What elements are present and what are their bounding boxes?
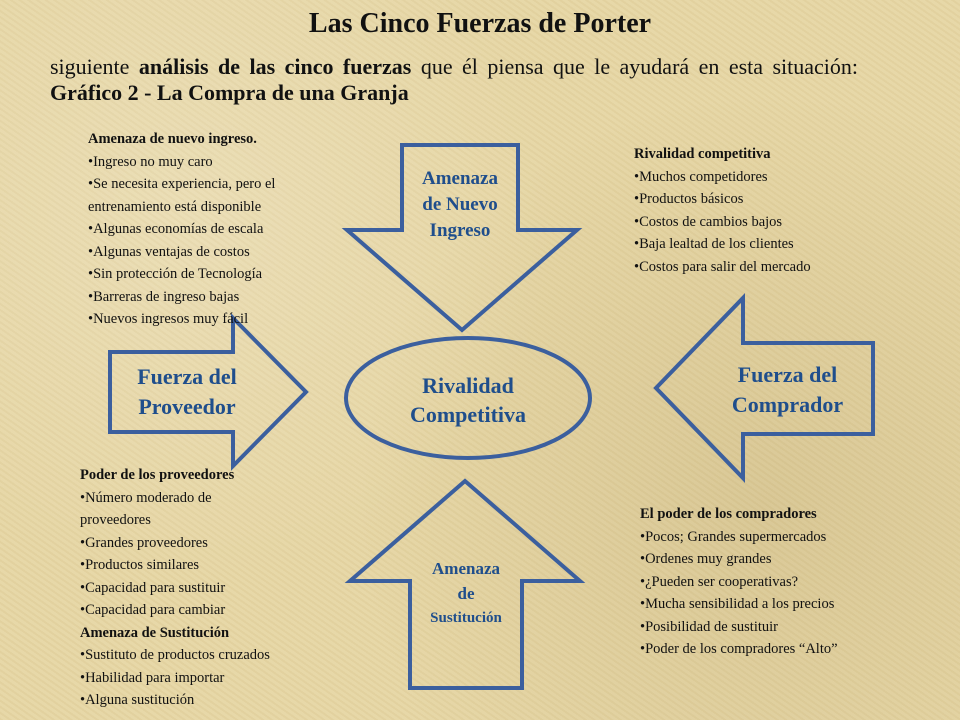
list-item: Algunas economías de escala	[88, 218, 348, 241]
list-item: ¿Pueden ser cooperativas?	[640, 571, 930, 594]
intro-part2: que él piensa que le ayudará en esta sit…	[420, 54, 859, 79]
list-item: Sin protección de Tecnología	[88, 263, 348, 286]
list-item: Alguna sustitución	[80, 689, 350, 712]
list-item: Productos similares	[80, 554, 350, 577]
top-arrow-label-line: de Nuevo	[422, 194, 498, 215]
list-item: Capacidad para cambiar	[80, 599, 350, 622]
list-item-text: Se necesita experiencia, pero el	[93, 176, 276, 192]
bottom-arrow-shape	[344, 478, 586, 690]
list-item: Barreras de ingreso bajas	[88, 286, 348, 309]
new-entry-list: Ingreso no muy caro Se necesita experien…	[88, 151, 348, 331]
list-item: Se necesita experiencia, pero el	[88, 173, 348, 196]
substitution-list: Sustituto de productos cruzados Habilida…	[80, 644, 350, 712]
center-label-line: Competitiva	[409, 402, 527, 427]
list-item: Ordenes muy grandes	[640, 548, 930, 571]
list-item: Posibilidad de sustituir	[640, 616, 930, 639]
top-arrow-label: Amenaza de Nuevo Ingreso	[402, 166, 518, 244]
list-item: Algunas ventajas de costos	[88, 241, 348, 264]
list-item-continuation: proveedores	[80, 512, 151, 528]
list-item: Capacidad para sustituir	[80, 577, 350, 600]
suppliers-box: Poder de los proveedores Número moderado…	[80, 464, 350, 712]
buyers-box: El poder de los compradores Pocos; Grand…	[640, 503, 930, 661]
left-arrow-label-line: Proveedor	[138, 394, 236, 419]
bottom-arrow-label: Amenaza de Sustitución	[410, 556, 522, 631]
right-arrow-label-line: Fuerza del	[737, 362, 838, 387]
bottom-arrow-label-line: de	[457, 584, 475, 603]
intro-figure-caption: Gráfico 2 - La Compra de una Granja	[50, 80, 409, 105]
left-arrow-label-line: Fuerza del	[137, 364, 237, 389]
top-arrow-label-line: Amenaza	[422, 168, 498, 189]
suppliers-heading: Poder de los proveedores	[80, 467, 235, 483]
list-item: Grandes proveedores	[80, 532, 350, 555]
list-item: Poder de los compradores “Alto”	[640, 638, 930, 661]
list-item: Productos básicos	[634, 188, 894, 211]
rivalry-heading: Rivalidad competitiva	[634, 146, 771, 162]
list-item: Ingreso no muy caro	[88, 151, 348, 174]
intro-part1: siguiente	[50, 54, 130, 79]
center-label-line: Rivalidad	[422, 373, 514, 398]
right-arrow-label-line: Comprador	[731, 392, 844, 417]
list-item: Pocos; Grandes supermercados	[640, 526, 930, 549]
list-item: Sustituto de productos cruzados	[80, 644, 350, 667]
intro-text: siguiente análisis de las cinco fuerzas …	[50, 54, 910, 106]
right-arrow-label: Fuerza del Comprador	[705, 360, 870, 420]
list-item: Muchos competidores	[634, 166, 894, 189]
list-item: Costos para salir del mercado	[634, 256, 894, 279]
top-arrow-label-line: Ingreso	[429, 220, 491, 241]
left-arrow-label: Fuerza del Proveedor	[112, 362, 262, 422]
center-label: Rivalidad Competitiva	[368, 371, 568, 429]
left-arrow-shape	[108, 313, 309, 471]
list-item: Nuevos ingresos muy fácil	[88, 308, 348, 331]
list-item: Baja lealtad de los clientes	[634, 233, 894, 256]
page-title: Las Cinco Fuerzas de Porter	[308, 8, 652, 39]
bottom-arrow-label-line: Amenaza	[432, 559, 500, 578]
list-item: Habilidad para importar	[80, 667, 350, 690]
new-entry-heading: Amenaza de nuevo ingreso.	[88, 131, 257, 147]
new-entry-box: Amenaza de nuevo ingreso. Ingreso no muy…	[88, 128, 348, 331]
rivalry-box: Rivalidad competitiva Muchos competidore…	[634, 143, 894, 278]
rivalry-list: Muchos competidores Productos básicos Co…	[634, 166, 894, 279]
buyers-heading: El poder de los compradores	[640, 506, 817, 522]
list-item: Costos de cambios bajos	[634, 211, 894, 234]
buyers-list: Pocos; Grandes supermercados Ordenes muy…	[640, 526, 930, 661]
list-item: Número moderado de	[80, 487, 350, 510]
list-item-continuation: entrenamiento está disponible	[88, 198, 262, 215]
right-arrow-shape	[653, 293, 875, 483]
center-ellipse-shape	[344, 336, 592, 460]
bottom-arrow-label-line: Sustitución	[430, 610, 502, 626]
substitution-heading: Amenaza de Sustitución	[80, 624, 230, 641]
list-item: Mucha sensibilidad a los precios	[640, 593, 930, 616]
suppliers-list: Número moderado de proveedores Grandes p…	[80, 487, 350, 622]
top-arrow-shape	[341, 143, 583, 333]
intro-bold1: análisis de las cinco fuerzas	[138, 54, 412, 79]
